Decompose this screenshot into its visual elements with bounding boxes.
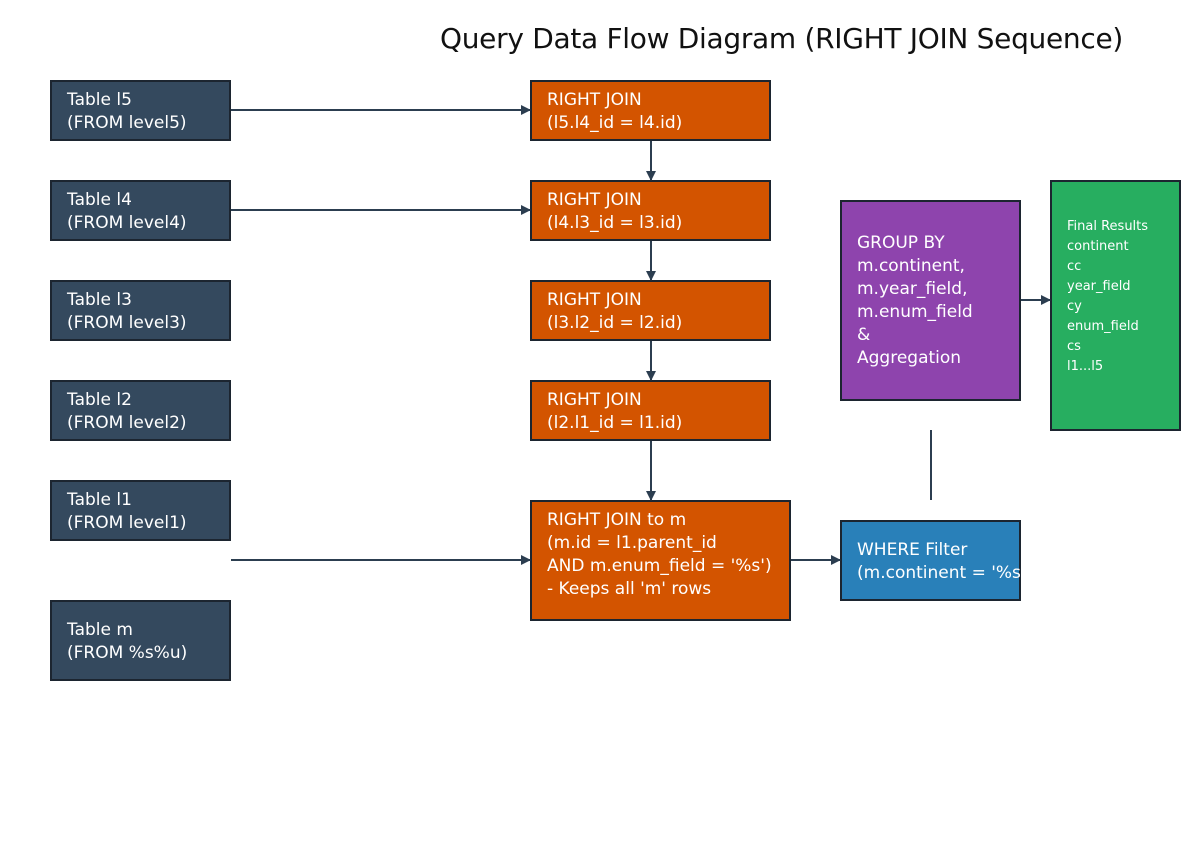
group-by-text-line: m.year_field,: [857, 279, 968, 299]
join-node-condition: (l2.l1_id = l1.id): [547, 413, 683, 433]
table-node-name: Table m: [67, 620, 133, 640]
join-node-text-line: AND m.enum_field = '%s'): [547, 556, 772, 576]
table-node-source: (FROM %s%u): [67, 643, 188, 663]
final-results-text-line: cs: [1067, 339, 1081, 354]
final-results-text-line: continent: [1067, 239, 1129, 254]
join-node-l5-l4: RIGHT JOIN (l5.l4_id = l4.id): [530, 80, 771, 141]
final-results-text-line: enum_field: [1067, 319, 1139, 334]
group-by-text-line: &: [857, 325, 871, 345]
table-node-l2: Table l2 (FROM level2): [50, 380, 231, 441]
join-node-label: RIGHT JOIN: [547, 390, 642, 410]
join-node-l3-l2: RIGHT JOIN (l3.l2_id = l2.id): [530, 280, 771, 341]
final-results-text-line: cc: [1067, 259, 1082, 274]
table-node-l5: Table l5 (FROM level5): [50, 80, 231, 141]
join-node-text-line: (m.id = l1.parent_id: [547, 533, 717, 553]
join-node-label: RIGHT JOIN: [547, 190, 642, 210]
final-results-text-line: l1...l5: [1067, 359, 1104, 374]
table-node-name: Table l4: [67, 190, 132, 210]
diagram-title: Query Data Flow Diagram (RIGHT JOIN Sequ…: [440, 22, 1124, 55]
group-by-text-line: m.continent,: [857, 256, 965, 276]
where-filter-node: WHERE Filter (m.continent = '%s'): [840, 520, 1032, 601]
table-node-name: Table l2: [67, 390, 132, 410]
join-node-condition: (l3.l2_id = l2.id): [547, 313, 683, 333]
table-node-source: (FROM level4): [67, 213, 187, 233]
join-node-text-line: - Keeps all 'm' rows: [547, 579, 712, 599]
join-node-condition: (l5.l4_id = l4.id): [547, 113, 683, 133]
final-results-text-line: cy: [1067, 299, 1082, 314]
group-by-text-line: m.enum_field: [857, 302, 973, 322]
final-results-text-line: Final Results: [1067, 219, 1149, 234]
where-filter-text-line: WHERE Filter: [857, 540, 968, 560]
final-results-node: Final Results continent cc year_field cy…: [1050, 180, 1181, 431]
table-node-source: (FROM level2): [67, 413, 187, 433]
join-node-label: RIGHT JOIN: [547, 290, 642, 310]
table-node-l1: Table l1 (FROM level1): [50, 480, 231, 541]
join-node-m: RIGHT JOIN to m (m.id = l1.parent_id AND…: [530, 500, 791, 621]
join-node-l4-l3: RIGHT JOIN (l4.l3_id = l3.id): [530, 180, 771, 241]
table-node-l3: Table l3 (FROM level3): [50, 280, 231, 341]
group-by-text-line: GROUP BY: [857, 233, 945, 253]
table-node-source: (FROM level5): [67, 113, 187, 133]
group-by-text-line: Aggregation: [857, 348, 962, 368]
table-node-name: Table l5: [67, 90, 132, 110]
table-node-m: Table m (FROM %s%u): [50, 600, 231, 681]
table-node-name: Table l1: [67, 490, 132, 510]
table-node-source: (FROM level3): [67, 313, 187, 333]
group-by-node: GROUP BY m.continent, m.year_field, m.en…: [840, 200, 1021, 401]
table-node-name: Table l3: [67, 290, 132, 310]
join-node-label: RIGHT JOIN: [547, 90, 642, 110]
table-node-l4: Table l4 (FROM level4): [50, 180, 231, 241]
join-node-l2-l1: RIGHT JOIN (l2.l1_id = l1.id): [530, 380, 771, 441]
table-node-source: (FROM level1): [67, 513, 187, 533]
join-node-condition: (l4.l3_id = l3.id): [547, 213, 683, 233]
join-node-text-line: RIGHT JOIN to m: [547, 510, 687, 530]
final-results-text-line: year_field: [1067, 279, 1131, 294]
